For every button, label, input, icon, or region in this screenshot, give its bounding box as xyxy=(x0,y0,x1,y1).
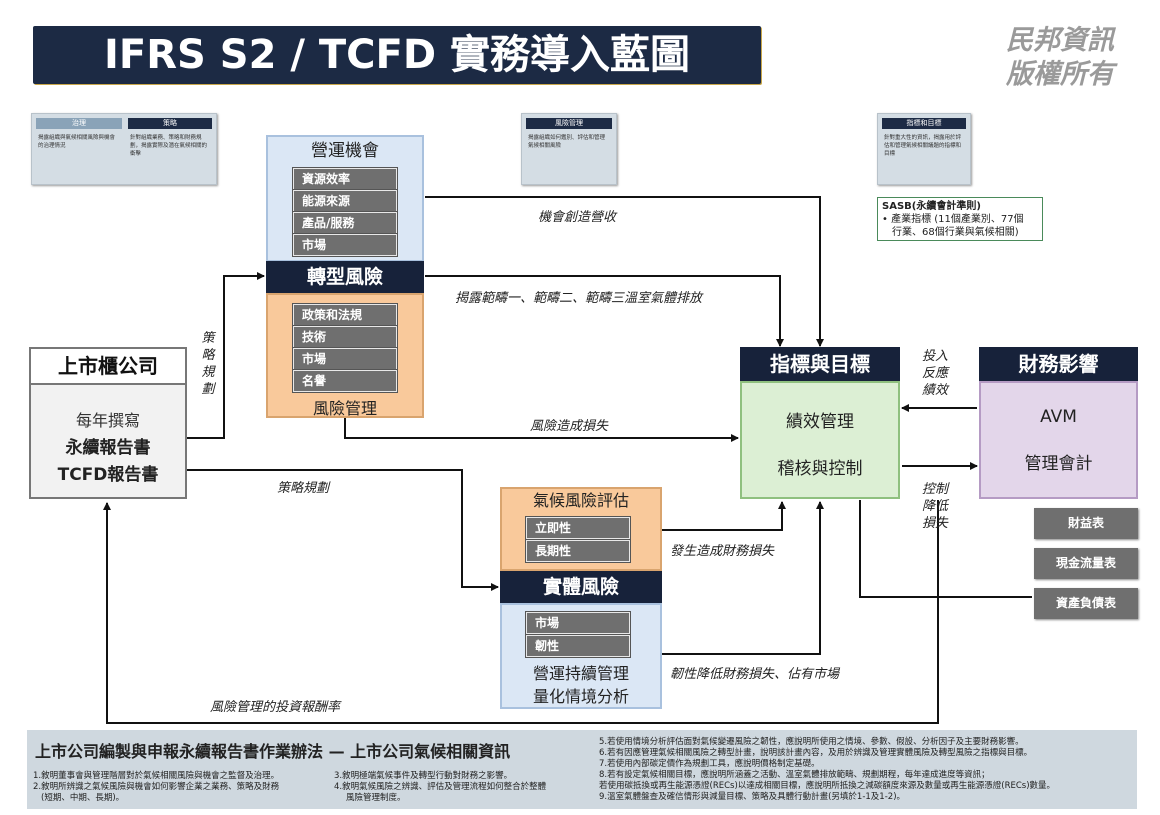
strategy-planning-label: 策略規劃 xyxy=(277,481,330,496)
transition-risk-header: 轉型風險 xyxy=(266,261,424,293)
governance-strategy-card: 治理 策略 揭露組織與氣候相關風險與機會的治理情況 針對組織業務、策略和財務規劃… xyxy=(31,113,217,185)
strategy-vertical-char: 劃 xyxy=(201,382,215,397)
transition-item-market: 市場 xyxy=(292,347,398,371)
disclose-scopes-label: 揭露範疇一、範疇二、範疇三溫室氣體排放 xyxy=(455,291,703,306)
cash-flow-statement-button: 現金流量表 xyxy=(1034,548,1138,579)
transition-item-policy: 政策和法規 xyxy=(292,303,398,327)
transition-item-reputation: 名譽 xyxy=(292,369,398,393)
footer-col1-line: 2.敘明所辨識之氣候風險與機會如何影響企業之業務、策略及財務 xyxy=(33,782,280,792)
sasb-line-2: 行業、68個行業與氣候相關) xyxy=(892,227,1019,238)
company-line-1: 每年撰寫 xyxy=(75,411,140,430)
metrics-line-2: 稽核與控制 xyxy=(777,459,863,479)
metrics-targets-text: 針對重大性的資訊，揭露用於評估和管理氣候相關議題的指標和目標 xyxy=(884,135,962,157)
footer-col3-line: 8.若有設定氣候相關目標，應說明所涵蓋之活動、溫室氣體排放範疇、規劃期程，每年達… xyxy=(599,770,990,780)
opportunity-item-market: 市場 xyxy=(292,233,398,257)
risk-loss-label: 風險造成損失 xyxy=(530,419,609,434)
company-header: 上市櫃公司 xyxy=(31,349,185,385)
financial-line-2: 管理會計 xyxy=(1024,454,1093,474)
risk-management-tab: 風險管理 xyxy=(526,118,612,129)
metrics-targets-tab: 指標和目標 xyxy=(882,118,966,129)
footer-col2-line: 4.敘明氣候風險之辨識、評估及管理流程如何整合於整體 xyxy=(334,782,547,792)
footer-col3-line: 7.若使用內部碳定價作為規劃工具，應說明價格制定基礎。 xyxy=(599,759,820,769)
physical-line-1: 營運持續管理 xyxy=(532,664,629,683)
physical-item-resilience: 韌性 xyxy=(525,634,631,658)
footer-title: 上市公司編製與申報永續報告書作業辦法 — 上市公司氣候相關資訊 xyxy=(35,742,511,761)
strategy-vertical-label: 策 略 規 劃 xyxy=(200,330,216,398)
opportunity-item-resource: 資源效率 xyxy=(292,167,398,191)
footer-col2-line: 風險管理制度。 xyxy=(346,793,406,803)
metrics-line-1: 績效管理 xyxy=(786,412,854,432)
opportunity-title: 營運機會 xyxy=(311,141,379,161)
copyright-watermark: 民邦資訊 版權所有 xyxy=(985,24,1135,92)
balance-sheet-button: 資產負債表 xyxy=(1034,588,1138,619)
regulation-footer: 上市公司編製與申報永續報告書作業辦法 — 上市公司氣候相關資訊 1.敘明董事會與… xyxy=(27,730,1137,809)
footer-col3-line: 5.若使用情境分析評估面對氣候變遷風險之韌性，應說明所使用之情境、參數、假設、分… xyxy=(599,737,1024,747)
governance-text: 揭露組織與氣候相關風險與機會的治理情況 xyxy=(38,135,116,149)
control-line: 降低 xyxy=(922,499,949,514)
invest-line: 反應 xyxy=(922,366,949,381)
physical-risk-header: 實體風險 xyxy=(500,571,662,603)
invest-line: 投入 xyxy=(922,349,949,364)
metrics-header: 指標與目標 xyxy=(740,347,900,381)
company-panel: 上市櫃公司 每年撰寫 永續報告書 TCFD報告書 xyxy=(29,347,187,499)
control-line: 控制 xyxy=(922,482,949,497)
financial-line-1: AVM xyxy=(1040,407,1077,427)
occur-loss-label: 發生造成財務損失 xyxy=(670,544,775,559)
opportunity-item-product: 產品/服務 xyxy=(292,211,398,235)
transition-item-technology: 技術 xyxy=(292,325,398,349)
governance-tab: 治理 xyxy=(36,118,122,129)
sasb-box: SASB(永續會計準則) • 產業指標 (11個產業別、77個 行業、68個行業… xyxy=(877,197,1043,241)
physical-line-2: 量化情境分析 xyxy=(532,687,629,706)
control-line: 損失 xyxy=(922,516,949,531)
risk-roi-label: 風險管理的投資報酬率 xyxy=(210,700,341,715)
invest-label: 投入 反應 績效 xyxy=(922,348,948,399)
climate-item-immediate: 立即性 xyxy=(525,516,631,540)
footer-col2-line: 3.敘明極端氣候事件及轉型行動對財務之影響。 xyxy=(334,771,513,781)
climate-item-longterm: 長期性 xyxy=(525,539,631,563)
page-title: IFRS S2 / TCFD 實務導入藍圖 xyxy=(33,26,761,84)
strategy-tab: 策略 xyxy=(128,118,212,129)
sasb-title: SASB(永續會計準則) xyxy=(882,201,981,212)
resilience-label: 韌性降低財務損失、佔有市場 xyxy=(670,667,840,682)
strategy-text: 針對組織業務、策略和財務規劃，揭露實際及潛在氣候相關的衝擊 xyxy=(130,135,208,157)
strategy-vertical-char: 規 xyxy=(201,365,215,380)
footer-col1-line: (短期、中期、長期)。 xyxy=(41,793,125,803)
opportunity-revenue-label: 機會創造營收 xyxy=(538,210,617,225)
opportunity-item-energy: 能源來源 xyxy=(292,189,398,213)
sasb-line-1: • 產業指標 (11個產業別、77個 xyxy=(882,214,1024,225)
footer-col3-line: 若使用碳抵換或再生能源憑證(RECs)以達成相關目標，應說明所抵換之減碳額度來源… xyxy=(599,781,1056,791)
climate-assessment-title: 氣候風險評估 xyxy=(532,491,629,510)
footer-col3-line: 6.若有因應管理氣候相關風險之轉型計畫，說明該計畫內容，及用於辨識及管理實體風險… xyxy=(599,748,1033,758)
financial-header: 財務影響 xyxy=(979,347,1138,381)
footer-col3-line: 9.溫室氣體盤查及確信情形與減量目標、策略及具體行動計畫(另填於1-1及1-2)… xyxy=(599,792,906,802)
copyright-line-1: 民邦資訊 xyxy=(1006,25,1114,56)
control-label: 控制 降低 損失 xyxy=(922,481,948,532)
risk-management-text: 揭露組織如何鑑別、評估和管理氣候相關風險 xyxy=(528,135,606,149)
risk-management-label: 風險管理 xyxy=(312,399,377,418)
company-line-3: TCFD報告書 xyxy=(57,465,159,485)
footer-col1-line: 1.敘明董事會與管理階層對於氣候相關風險與機會之監督及治理。 xyxy=(33,771,280,781)
strategy-vertical-char: 策 xyxy=(201,331,215,346)
risk-management-card: 風險管理 揭露組織如何鑑別、評估和管理氣候相關風險 xyxy=(521,113,617,185)
invest-line: 績效 xyxy=(922,383,949,398)
strategy-vertical-char: 略 xyxy=(201,348,215,363)
financial-panel: AVM 管理會計 xyxy=(979,381,1138,499)
income-statement-button: 財益表 xyxy=(1034,508,1138,539)
company-line-2: 永續報告書 xyxy=(65,438,151,458)
physical-item-market: 市場 xyxy=(525,611,631,635)
metrics-panel: 績效管理 稽核與控制 xyxy=(740,381,900,499)
copyright-line-2: 版權所有 xyxy=(1006,59,1114,90)
metrics-targets-card: 指標和目標 針對重大性的資訊，揭露用於評估和管理氣候相關議題的指標和目標 xyxy=(877,113,971,185)
